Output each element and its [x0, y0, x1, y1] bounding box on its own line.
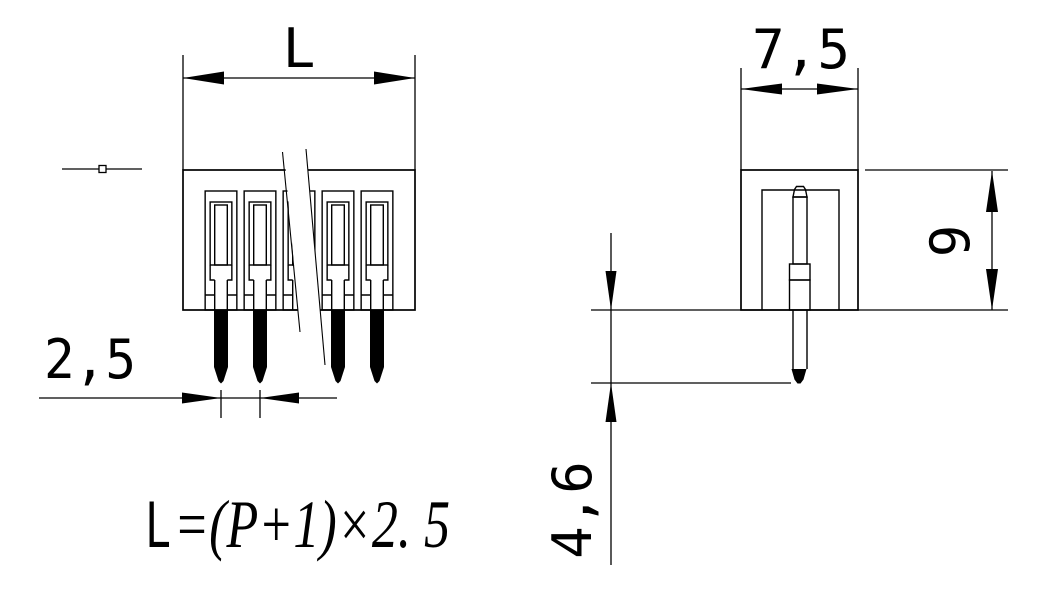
- arrowhead-right: [374, 71, 415, 85]
- break-line-right: [305, 148, 326, 366]
- arrowhead-down: [986, 269, 998, 310]
- terminal-slot: [243, 190, 277, 311]
- solder-pin: [253, 310, 267, 384]
- terminal-slot: [321, 190, 355, 311]
- arrowhead-left: [741, 83, 782, 95]
- pin-channel-lower: [788, 279, 811, 311]
- pin-shaft: [792, 196, 808, 265]
- dimension-overall-width: L: [182, 17, 416, 170]
- break-gap: [284, 149, 325, 366]
- pin-tip: [791, 369, 807, 384]
- formula-lhs: L: [145, 489, 171, 562]
- side-body: [740, 169, 859, 311]
- dimension-body-width: 7,5: [740, 18, 859, 170]
- dim-label-overall-width: L: [283, 17, 316, 80]
- arrowhead-down: [605, 271, 617, 310]
- arrowhead-left: [183, 71, 224, 85]
- pin-channel-upper: [788, 263, 811, 281]
- side-cavity: [761, 189, 840, 310]
- dimension-body-height: 9: [591, 169, 1008, 311]
- solder-pin: [214, 310, 228, 384]
- terminal-slot: [204, 190, 238, 311]
- pin-head: [792, 185, 808, 198]
- arrowhead-up: [605, 383, 617, 422]
- solder-pin: [370, 310, 384, 384]
- arrowhead-left: [182, 392, 221, 404]
- formula-rhs: =(P+1)×2. 5: [174, 486, 450, 562]
- front-view: [182, 148, 416, 384]
- side-view: [740, 169, 859, 384]
- arrowhead-right: [817, 83, 858, 95]
- dim-label-body-width: 7,5: [752, 18, 850, 81]
- dimension-pin-pitch: 2,5: [39, 328, 337, 418]
- arrowhead-right: [260, 392, 299, 404]
- solder-pin: [331, 310, 345, 384]
- break-line-left: [281, 151, 301, 333]
- dim-label-pin-pitch: 2,5: [44, 328, 136, 391]
- dim-label-body-height: 9: [919, 225, 982, 258]
- terminal-slot: [360, 190, 394, 311]
- arrowhead-up: [986, 171, 998, 212]
- dimension-pin-protrusion: 4,6: [541, 233, 791, 565]
- datum-square: [98, 164, 107, 174]
- datum-marker: [62, 164, 142, 174]
- formula: L =(P+1)×2. 5: [145, 486, 450, 562]
- dim-label-pin-length: 4,6: [541, 461, 604, 559]
